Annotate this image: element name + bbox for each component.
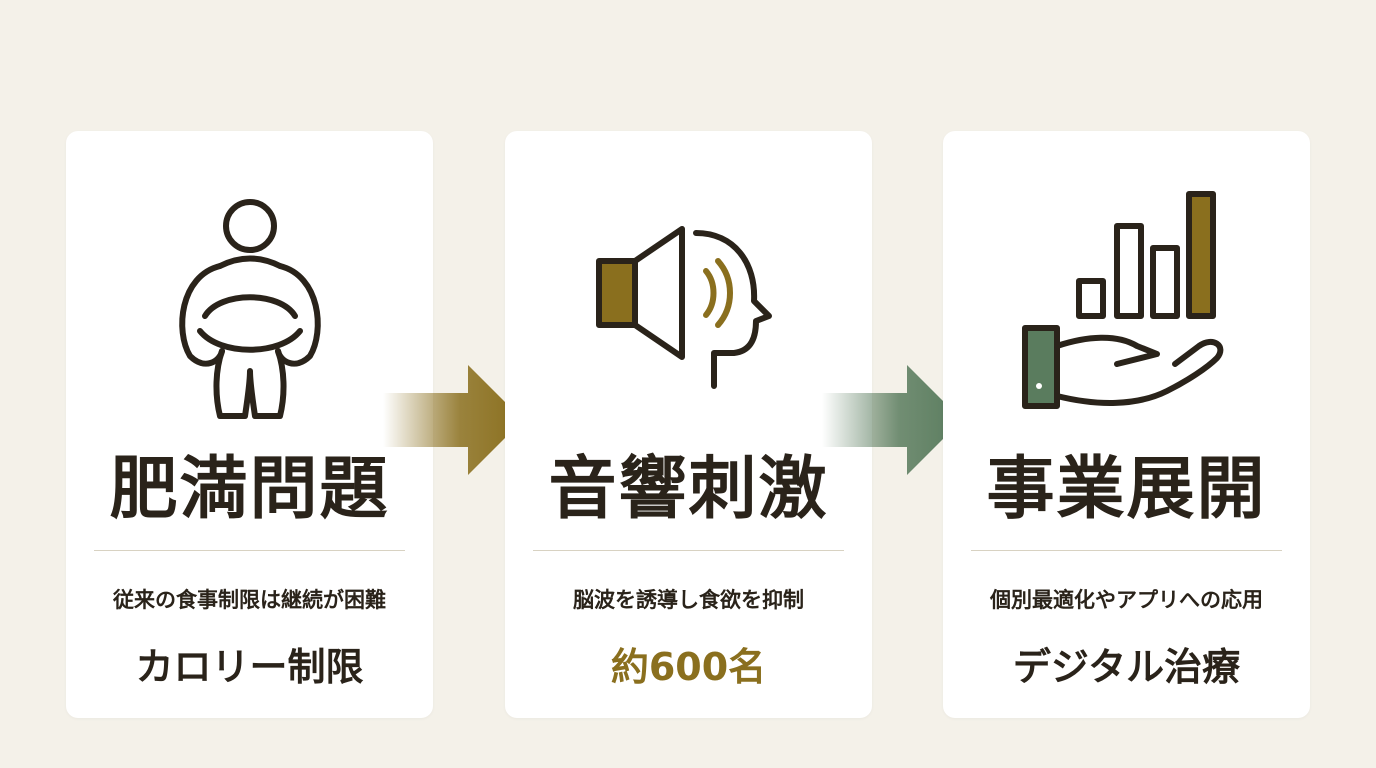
divider: [533, 550, 844, 551]
card-business-expansion: 事業展開 個別最適化やアプリへの応用 デジタル治療: [943, 131, 1310, 718]
card-title: 事業展開: [986, 449, 1267, 529]
speaker-sound-head-icon: [505, 171, 872, 431]
card-keyword: デジタル治療: [1012, 645, 1241, 689]
card-subtitle: 個別最適化やアプリへの応用: [990, 588, 1263, 612]
card-subtitle: 従来の食事制限は継続が困難: [113, 588, 386, 612]
card-keyword: 約600名: [610, 645, 767, 689]
divider: [971, 550, 1282, 551]
divider: [94, 550, 405, 551]
card-keyword: カロリー制限: [135, 645, 364, 689]
card-obesity-problem: 肥満問題 従来の食事制限は継続が困難 カロリー制限: [66, 131, 433, 718]
green-arrow-icon: [822, 365, 962, 475]
card-subtitle: 脳波を誘導し食欲を抑制: [573, 588, 804, 612]
card-title: 音響刺激: [548, 449, 829, 529]
card-title: 肥満問題: [109, 449, 390, 529]
hand-bar-chart-icon: [943, 171, 1310, 431]
gold-arrow-icon: [383, 365, 523, 475]
card-acoustic-stimulation: 音響刺激 脳波を誘導し食欲を抑制 約600名: [505, 131, 872, 718]
obese-person-icon: [66, 171, 433, 431]
